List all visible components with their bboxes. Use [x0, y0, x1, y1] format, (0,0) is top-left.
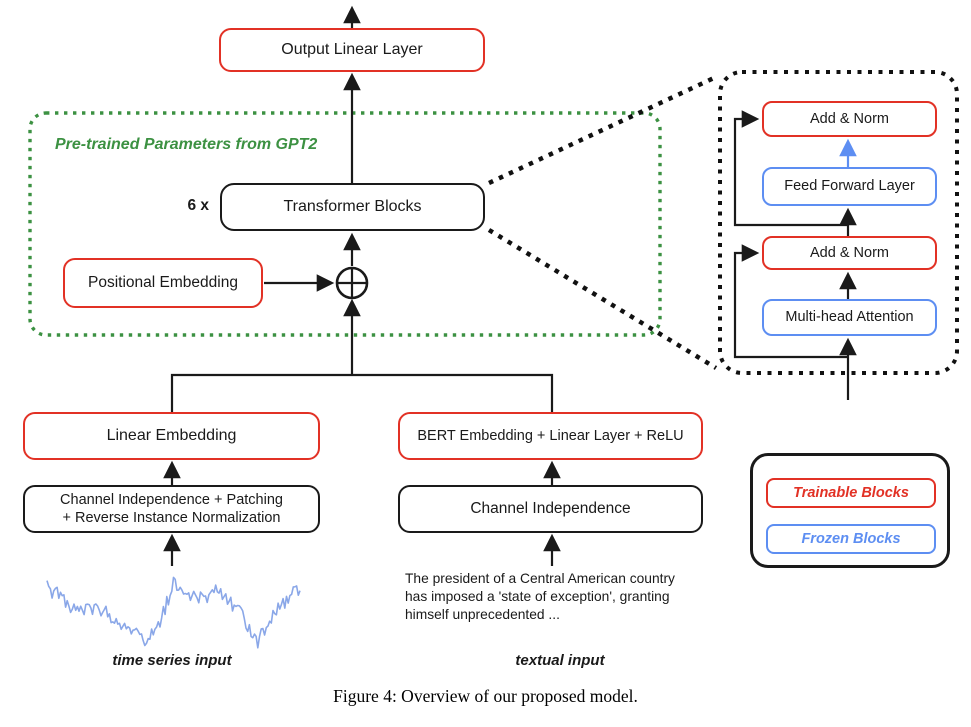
branch-wire [170, 373, 554, 412]
positional-embedding-box: Positional Embedding [63, 258, 263, 308]
detail-feed-forward-label: Feed Forward Layer [784, 178, 915, 195]
transformer-blocks-box: Transformer Blocks [220, 183, 485, 231]
time-series-input-label: time series input [112, 652, 232, 669]
sample-text-line3: himself unprecedented ... [405, 607, 560, 623]
bert-embedding-box: BERT Embedding + Linear Layer + ReLU [398, 412, 703, 460]
legend-frozen-badge: Frozen Blocks [766, 524, 936, 554]
pretrained-region-label: Pre-trained Parameters from GPT2 [55, 136, 318, 153]
textual-input-sample: The president of a Central American coun… [405, 570, 725, 625]
callout-line-top [488, 74, 717, 186]
detail-add-norm-bottom-label: Add & Norm [810, 244, 889, 261]
positional-embedding-label: Positional Embedding [88, 274, 238, 292]
sum-icon [335, 266, 369, 300]
detail-multi-head-attention-label: Multi-head Attention [785, 309, 914, 326]
linear-embedding-box: Linear Embedding [23, 412, 320, 460]
bert-embedding-label: BERT Embedding + Linear Layer + ReLU [417, 427, 684, 444]
channel-independence-box: Channel Independence [398, 485, 703, 533]
detail-add-norm-top-box: Add & Norm [762, 101, 937, 137]
legend-trainable-badge: Trainable Blocks [766, 478, 936, 508]
detail-add-norm-top-label: Add & Norm [810, 110, 889, 127]
output-linear-layer-label: Output Linear Layer [281, 41, 423, 58]
detail-multi-head-attention-box: Multi-head Attention [762, 299, 937, 336]
textual-input-label: textual input [515, 652, 605, 669]
channel-independence-patching-box: Channel Independence + Patching + Revers… [23, 485, 320, 533]
channel-independence-label: Channel Independence [470, 500, 631, 518]
callout-line-bottom [487, 228, 718, 370]
output-linear-layer-box: Output Linear Layer [219, 28, 485, 72]
ci-patching-line2: + Reverse Instance Normalization [62, 510, 281, 526]
repeat-count-label: 6 x [187, 197, 209, 214]
detail-feed-forward-box: Feed Forward Layer [762, 167, 937, 206]
legend-box: Trainable Blocks Frozen Blocks [750, 453, 950, 568]
linear-embedding-label: Linear Embedding [106, 427, 237, 444]
detail-add-norm-bottom-box: Add & Norm [762, 236, 937, 270]
transformer-blocks-label: Transformer Blocks [283, 198, 422, 215]
figure-caption: Figure 4: Overview of our proposed model… [333, 686, 638, 706]
time-series-sparkline [46, 576, 301, 649]
legend-trainable-label: Trainable Blocks [793, 484, 909, 501]
sample-text-line2: has imposed a 'state of exception', gran… [405, 589, 670, 605]
ci-patching-line1: Channel Independence + Patching [60, 491, 283, 508]
legend-frozen-label: Frozen Blocks [801, 530, 901, 547]
sample-text-line1: The president of a Central American coun… [405, 571, 675, 586]
